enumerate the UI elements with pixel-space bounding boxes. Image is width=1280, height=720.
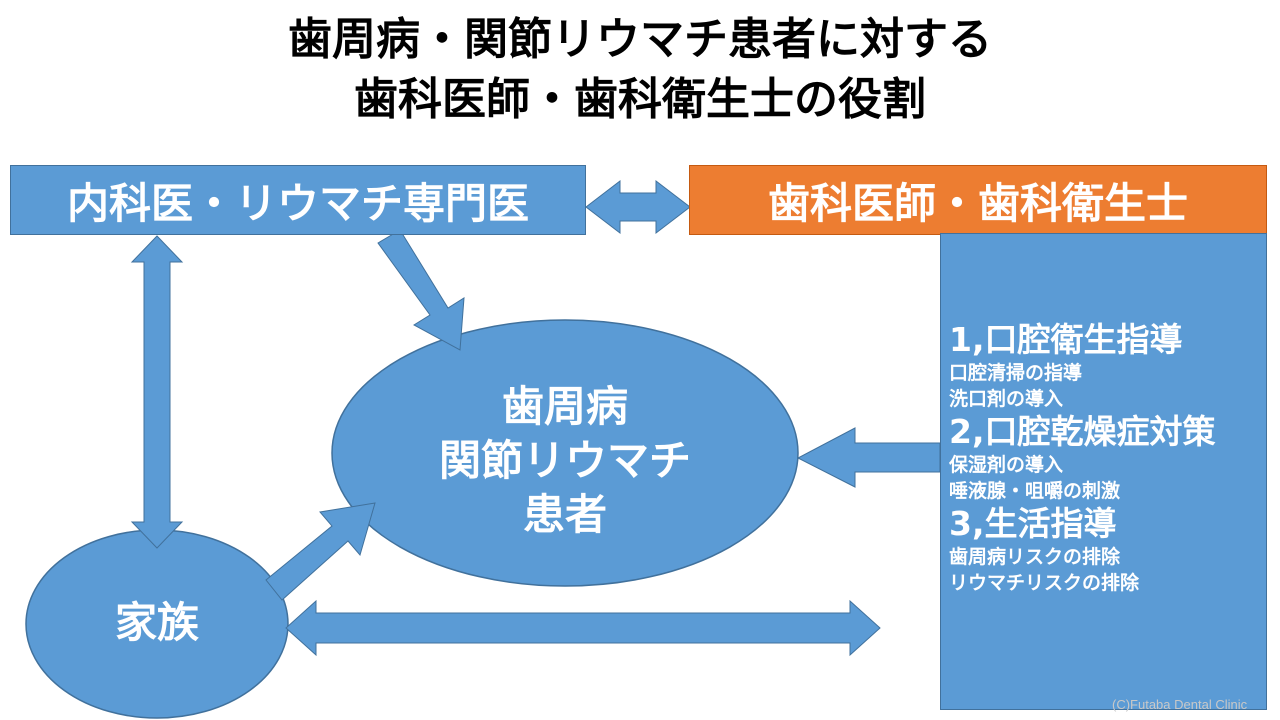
title-line-1: 歯周病・関節リウマチ患者に対する <box>288 14 992 65</box>
role-item: 保湿剤の導入 <box>949 454 1064 476</box>
role-item: 口腔清掃の指導 <box>949 362 1083 384</box>
role-item: 洗口剤の導入 <box>949 388 1064 410</box>
roles-list: 1,口腔衛生指導 口腔清掃の指導 洗口剤の導入 2,口腔乾燥症対策 保湿剤の導入… <box>949 320 1216 596</box>
family-label: 家族 <box>114 598 199 647</box>
internist-patient-arrow <box>377 229 465 351</box>
patient-label-line-1: 歯周病 <box>501 382 628 431</box>
internist-dentist-double-arrow <box>585 179 691 235</box>
title-line-2: 歯科医師・歯科衛生士の役割 <box>354 74 926 125</box>
patient-label-line-2: 関節リウマチ <box>438 436 691 485</box>
dentist-box: 歯科医師・歯科衛生士 <box>689 165 1267 235</box>
role-item: リウマチリスクの排除 <box>949 572 1140 594</box>
patient-label-line-3: 患者 <box>522 490 607 539</box>
internist-box: 内科医・リウマチ専門医 <box>10 165 586 235</box>
role-heading-3: 3,生活指導 <box>949 504 1117 543</box>
roles-panel: 1,口腔衛生指導 口腔清掃の指導 洗口剤の導入 2,口腔乾燥症対策 保湿剤の導入… <box>940 233 1267 710</box>
family-patient-arrow <box>265 502 376 601</box>
family-roles-double-arrow <box>285 599 881 657</box>
internist-family-double-arrow <box>130 235 184 549</box>
patient-ellipse <box>331 319 799 587</box>
role-item: 歯周病リスクの排除 <box>949 546 1121 568</box>
role-item: 唾液腺・咀嚼の刺激 <box>949 480 1121 502</box>
patient-label: 歯周病 関節リウマチ 患者 <box>335 380 795 542</box>
role-heading-2: 2,口腔乾燥症対策 <box>949 412 1216 451</box>
copyright-credit: (C)Futaba Dental Clinic <box>1112 697 1248 712</box>
role-heading-1: 1,口腔衛生指導 <box>949 320 1183 359</box>
roles-patient-arrow <box>796 427 941 488</box>
